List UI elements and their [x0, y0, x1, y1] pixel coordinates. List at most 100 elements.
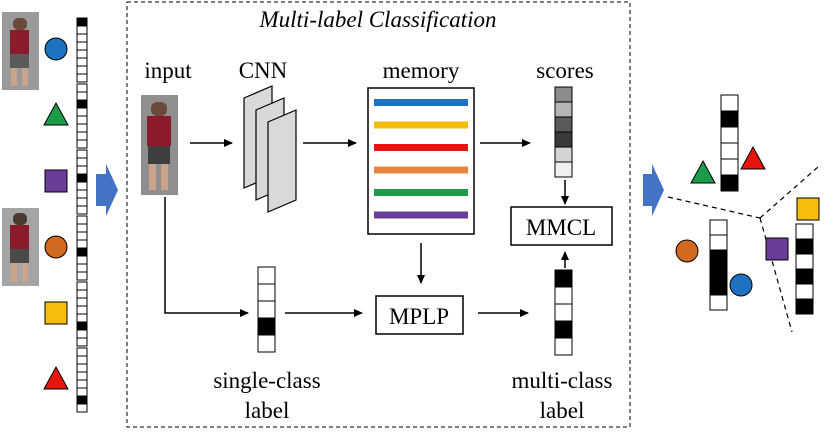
left-label-vector-cell [76, 41, 88, 51]
left-label-vector-cell [76, 247, 88, 257]
multi-class-cell [554, 337, 573, 356]
left-circle-icon [44, 37, 68, 61]
left-label-vector-cell [76, 123, 88, 133]
multi-class-label-line2: label [540, 398, 585, 423]
cluster-top-vector-cell [720, 110, 739, 128]
person-image-bottom [2, 208, 39, 286]
left-label-vector-cell [76, 33, 88, 43]
mmcl-label: MMCL [526, 215, 596, 240]
cluster-yellow-square-icon [796, 197, 820, 221]
cluster-top-vector-cell [720, 126, 739, 144]
left-label-vector-cell [76, 387, 88, 397]
left-label-vector-cell [76, 73, 88, 83]
multi-class-vector [554, 269, 573, 356]
cluster-left-vector-cell [709, 234, 728, 251]
left-label-vector-cell [76, 363, 88, 373]
cluster-right-vector-cell [795, 253, 814, 270]
memory-row-red [374, 144, 468, 151]
left-triangle-icon [43, 365, 69, 390]
cluster-left-vector-cell [709, 294, 728, 311]
input-label: input [144, 58, 192, 83]
multi-class-cell [554, 320, 573, 339]
score-cell [554, 161, 573, 178]
left-label-vector-cell [76, 165, 88, 175]
scores-vector [554, 86, 573, 178]
left-label-vector-cell [76, 189, 88, 199]
left-label-vector-cell [76, 205, 88, 215]
left-label-vector-cell [76, 313, 88, 323]
single-class-cell [257, 283, 276, 302]
mmcl-box [510, 206, 613, 246]
cluster-right-vector-cell [795, 268, 814, 285]
left-label-vector-cell [76, 65, 88, 75]
left-label-vector-cell [76, 271, 88, 281]
left-label-vector-cell [76, 321, 88, 331]
left-label-vector-cell [76, 91, 88, 101]
cluster-left-vector-cell [709, 279, 728, 296]
left-label-vector-cell [76, 49, 88, 59]
flow-arrows [164, 139, 569, 317]
right-flow-arrow [643, 164, 664, 216]
left-label-vector-cell [76, 57, 88, 67]
single-class-label-line2: label [245, 398, 290, 423]
left-label-vector-cell [76, 149, 88, 159]
score-cell [554, 101, 573, 118]
memory-row-orange [374, 166, 468, 174]
score-cell [554, 146, 573, 163]
left-label-vector-cell [76, 239, 88, 249]
left-label-vector-cell [76, 297, 88, 307]
single-class-cell [257, 317, 276, 336]
left-label-vector-cell [76, 231, 88, 241]
left-label-vector-cell [76, 281, 88, 291]
cluster-left-vector-cell [709, 249, 728, 266]
left-label-vector-cell [76, 305, 88, 315]
cluster-dividers [667, 166, 819, 333]
cluster-right-vector-cell [795, 238, 814, 255]
left-label-list [43, 17, 88, 413]
cluster-purple-square-icon [765, 237, 789, 261]
left-label-vector-cell [76, 157, 88, 167]
person-image-top [2, 12, 39, 90]
cluster-red-triangle-icon [740, 145, 766, 170]
cluster-top-vector-cell [720, 158, 739, 176]
memory-label: memory [383, 58, 460, 83]
score-cell [554, 86, 573, 103]
left-label-vector-cell [76, 379, 88, 389]
single-class-cell [257, 266, 276, 285]
memory-row-purple [374, 211, 468, 219]
left-label-vector-cell [76, 347, 88, 357]
left-label-vector-cell [76, 107, 88, 117]
left-label-vector-cell [76, 131, 88, 141]
multi-class-cell [554, 303, 573, 322]
left-label-vector-cell [76, 197, 88, 207]
left-label-vector-cell [76, 395, 88, 405]
left-label-vector-cell [76, 329, 88, 339]
memory-row-green [374, 189, 468, 196]
left-label-vector-cell [76, 115, 88, 125]
cluster-right-vector-cell [795, 283, 814, 300]
classification-frame [126, 1, 631, 428]
left-label-vector-cell [76, 289, 88, 299]
cluster-top-vector-cell [720, 142, 739, 160]
multi-class-cell [554, 286, 573, 305]
single-class-cell [257, 300, 276, 319]
left-label-vector-cell [76, 17, 88, 27]
input-image [141, 95, 178, 195]
left-label-vector-cell [76, 181, 88, 191]
single-class-vector [257, 266, 276, 353]
left-label-vector-cell [76, 215, 88, 225]
left-triangle-icon [43, 101, 69, 126]
single-class-label-line1: single-class [213, 368, 320, 393]
memory-box [367, 87, 475, 235]
memory-row-blue [374, 99, 468, 106]
left-square-icon [44, 301, 68, 325]
cluster-right-vector-cell [795, 223, 814, 240]
cluster-left-vector-cell [709, 264, 728, 281]
multi-class-cell [554, 269, 573, 288]
cluster-blue-circle-icon [729, 273, 753, 297]
left-label-vector-cell [76, 25, 88, 35]
left-label-vector-cell [76, 337, 88, 347]
left-label-vector-cell [76, 355, 88, 365]
